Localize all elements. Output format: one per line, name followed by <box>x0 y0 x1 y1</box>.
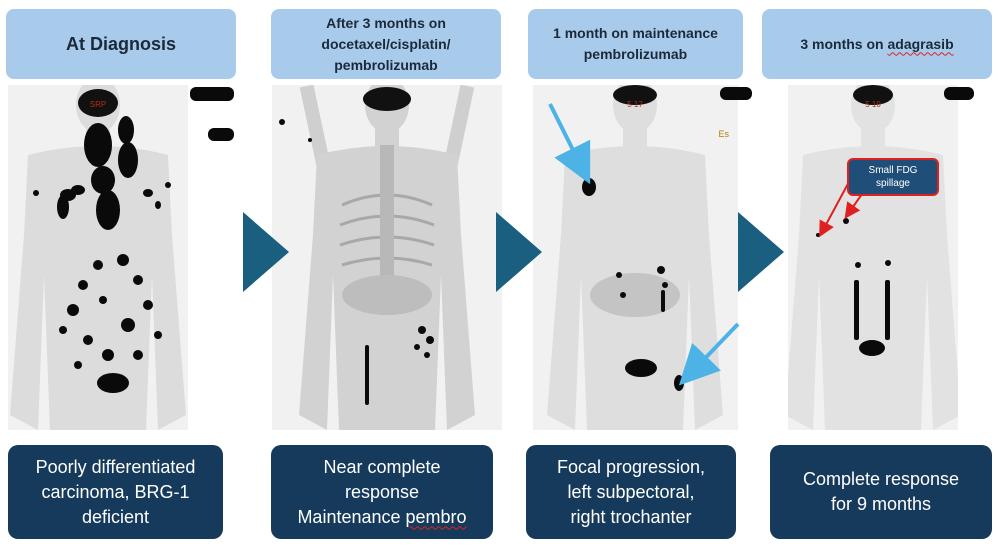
scan-label: SRP <box>90 100 106 109</box>
caption-line: Focal progression, <box>556 456 706 477</box>
caption-3-months-adagrasib: Complete response for 9 months <box>770 445 992 539</box>
pet-scan-3-months-adagrasib: 5 10 Ex <box>788 85 958 430</box>
scan-label: 5 10 <box>865 100 881 109</box>
caption-after-3-months: Near complete response Maintenance pembr… <box>271 445 493 539</box>
right-triangle-icon <box>738 212 784 292</box>
caption-line: deficient <box>81 506 150 527</box>
header-text: After 3 months on docetaxel/cisplatin/ p… <box>321 13 450 76</box>
pet-scan-image <box>279 85 475 430</box>
pet-scan-at-diagnosis: SRP <box>8 85 188 430</box>
caption-line: left subpectoral, <box>567 481 695 502</box>
header-text: 3 months on adagrasib <box>800 34 953 55</box>
caption-1-month-maintenance: Focal progression, left subpectoral, rig… <box>526 445 736 539</box>
header-1-month-maintenance: 1 month on maintenance pembrolizumab <box>528 9 743 79</box>
header-after-3-months: After 3 months on docetaxel/cisplatin/ p… <box>271 9 501 79</box>
header-text: 1 month on maintenance pembrolizumab <box>553 23 718 65</box>
caption-line: right trochanter <box>570 506 692 527</box>
header-line: After 3 months on <box>326 14 446 31</box>
caption-line: Poorly differentiated <box>35 456 196 477</box>
callout-line: Small FDG <box>868 165 918 176</box>
spellcheck-flagged-word: adagrasib <box>887 35 954 52</box>
header-line: 3 months on <box>800 35 888 52</box>
header-line: pembrolizumab <box>583 46 688 62</box>
caption-line: carcinoma, BRG-1 <box>41 481 190 502</box>
pet-scan-image: SRP <box>10 85 186 430</box>
pet-scan-after-3-months <box>272 85 502 430</box>
callout-line: spillage <box>876 178 910 189</box>
pet-scan-image: 5 10 Ex <box>788 85 958 430</box>
caption-line: response <box>344 481 420 502</box>
caption-line: for 9 months <box>830 494 932 514</box>
spellcheck-flagged-word: pembro <box>405 506 467 527</box>
pet-scan-image: 5 17 Es <box>547 85 729 430</box>
right-triangle-icon <box>496 212 542 292</box>
header-text: At Diagnosis <box>65 33 176 54</box>
header-line: docetaxel/cisplatin/ <box>321 35 451 52</box>
pet-scan-1-month-maintenance: 5 17 Es <box>533 85 738 430</box>
header-3-months-adagrasib: 3 months on adagrasib <box>762 9 992 79</box>
header-line: pembrolizumab <box>334 56 438 73</box>
caption-fragment: Maintenance <box>297 506 406 527</box>
caption-line: Near complete <box>323 456 441 477</box>
scan-label: 5 17 <box>627 100 643 109</box>
scan-corner-mark: Es <box>718 129 729 139</box>
right-triangle-icon <box>243 212 289 292</box>
caption-line: Maintenance pembro <box>297 505 466 530</box>
header-line: 1 month on maintenance <box>553 25 718 41</box>
header-at-diagnosis: At Diagnosis <box>6 9 236 79</box>
caption-at-diagnosis: Poorly differentiated carcinoma, BRG-1 d… <box>8 445 223 539</box>
callout-small-fdg-spillage: Small FDG spillage <box>847 158 939 196</box>
caption-line: Complete response <box>802 469 960 489</box>
